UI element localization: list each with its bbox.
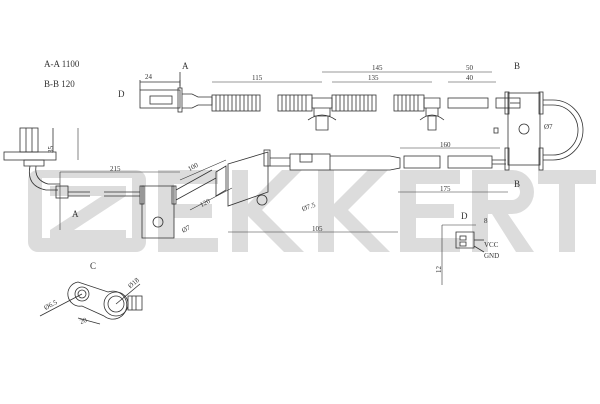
section-mark-d-detail: D — [461, 211, 468, 221]
brand-watermark — [28, 170, 596, 252]
dim-175: 175 — [440, 185, 451, 193]
section-mark-b-bottom: B — [514, 179, 521, 189]
section-mark-d-left: D — [118, 89, 125, 99]
drawing-lines — [3, 71, 584, 325]
dim-115: 115 — [252, 74, 263, 82]
dim-40: 40 — [466, 74, 473, 82]
dim-detail-d-width: 8 — [484, 217, 488, 225]
top-corrugated-harness — [211, 94, 521, 131]
detail-d-connector — [455, 231, 485, 253]
dim-connector-len: 24 — [145, 73, 152, 81]
section-note-bb: B-B 120 — [44, 79, 75, 89]
dim-160: 160 — [440, 141, 451, 149]
section-mark-b-top: B — [514, 61, 521, 71]
section-mark-a-bottom: A — [72, 209, 79, 219]
dim-105: 105 — [312, 225, 323, 233]
section-mark-c: C — [90, 261, 97, 271]
section-note-aa: A-A 1100 — [44, 59, 80, 69]
dim-hole-b: Ø7 — [544, 123, 553, 131]
dim-detail-d-height: 12 — [435, 266, 443, 273]
dimension-lines — [59, 71, 508, 285]
dim-sensor-height: 35 — [47, 146, 55, 153]
middle-harness — [68, 149, 506, 239]
top-connector — [139, 72, 213, 113]
grommet-block — [493, 91, 584, 171]
pin-label-vcc: VCC — [484, 241, 499, 249]
dim-215: 215 — [110, 165, 121, 173]
dim-135: 135 — [368, 74, 379, 82]
detail-c-bracket — [39, 281, 143, 325]
pin-label-gnd: GND — [484, 252, 500, 260]
dim-145: 145 — [372, 64, 383, 72]
dim-50: 50 — [466, 64, 473, 72]
section-mark-a-top: A — [182, 61, 189, 71]
